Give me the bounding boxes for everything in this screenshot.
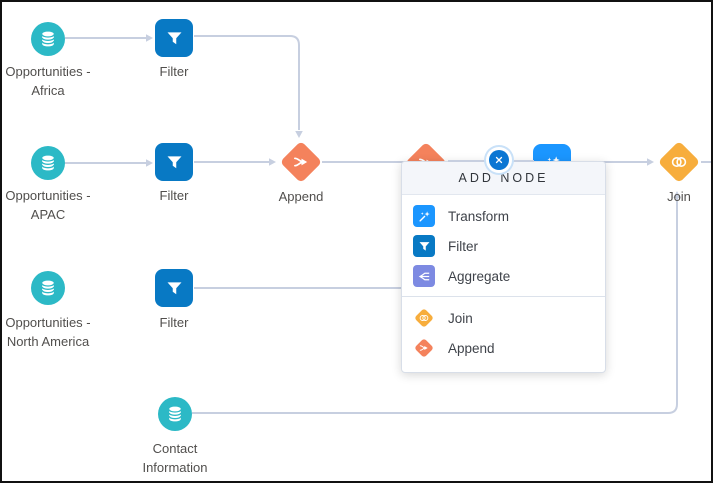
menu-item-aggregate[interactable]: Aggregate (402, 261, 605, 291)
menu-item-label: Transform (448, 208, 510, 224)
node-label-line: Opportunities - (5, 315, 91, 330)
filter-icon (164, 28, 185, 49)
menu-item-label: Join (448, 310, 473, 326)
append-node[interactable] (279, 140, 323, 184)
node-label: Append (278, 189, 324, 204)
database-icon (38, 278, 58, 298)
node-label: Filter (159, 64, 189, 79)
filter-icon (413, 235, 435, 257)
node-label-line: Opportunities - (5, 188, 91, 203)
edge-contact-to-join (192, 198, 678, 414)
node-label: Opportunities - APAC (2, 186, 128, 224)
node-label: Join (667, 189, 691, 204)
join-icon (413, 307, 435, 329)
join-node[interactable] (657, 140, 701, 184)
menu-item-label: Aggregate (448, 268, 511, 284)
node-label: Opportunities - North America (2, 313, 128, 351)
popover-divider (402, 296, 605, 297)
popover-section-transforms: Transform Filter Aggregate (402, 195, 605, 296)
menu-item-transform[interactable]: Transform (402, 201, 605, 231)
filter-node-apac[interactable] (155, 143, 193, 181)
filter-icon (164, 152, 185, 173)
add-node-popover: ADD NODE Transform Filter Aggregate (401, 161, 606, 373)
aggregate-icon (413, 265, 435, 287)
menu-item-join[interactable]: Join (402, 303, 605, 333)
transform-icon (413, 205, 435, 227)
node-label-line: Contact (152, 441, 198, 456)
edge-filter1-to-append (194, 35, 300, 130)
append-icon (291, 152, 311, 172)
close-add-node-button[interactable] (484, 145, 514, 175)
menu-item-label: Append (448, 340, 495, 356)
filter-icon (164, 278, 185, 299)
database-icon (165, 404, 185, 424)
node-label-line: Africa (31, 83, 65, 98)
database-icon (38, 29, 58, 49)
popover-section-combine: Join Append (402, 297, 605, 372)
filter-node-north-america[interactable] (155, 269, 193, 307)
append-icon (413, 337, 435, 359)
node-label: Contact Information (95, 439, 255, 477)
dataset-node-contact-information[interactable] (158, 397, 192, 431)
dataset-node-opportunities-north-america[interactable] (31, 271, 65, 305)
menu-item-label: Filter (448, 238, 478, 254)
node-label: Filter (159, 315, 189, 330)
dataset-node-opportunities-africa[interactable] (31, 22, 65, 56)
menu-item-append[interactable]: Append (402, 333, 605, 363)
dataset-node-opportunities-apac[interactable] (31, 146, 65, 180)
node-label: Filter (159, 188, 189, 203)
node-label: Opportunities - Africa (2, 62, 128, 100)
close-icon (489, 150, 509, 170)
filter-node-africa[interactable] (155, 19, 193, 57)
database-icon (38, 153, 58, 173)
join-icon (669, 152, 689, 172)
node-label-line: Information (142, 460, 208, 475)
menu-item-filter[interactable]: Filter (402, 231, 605, 261)
node-label-line: Opportunities - (5, 64, 91, 79)
node-label-line: North America (6, 334, 90, 349)
node-label-line: APAC (30, 207, 66, 222)
